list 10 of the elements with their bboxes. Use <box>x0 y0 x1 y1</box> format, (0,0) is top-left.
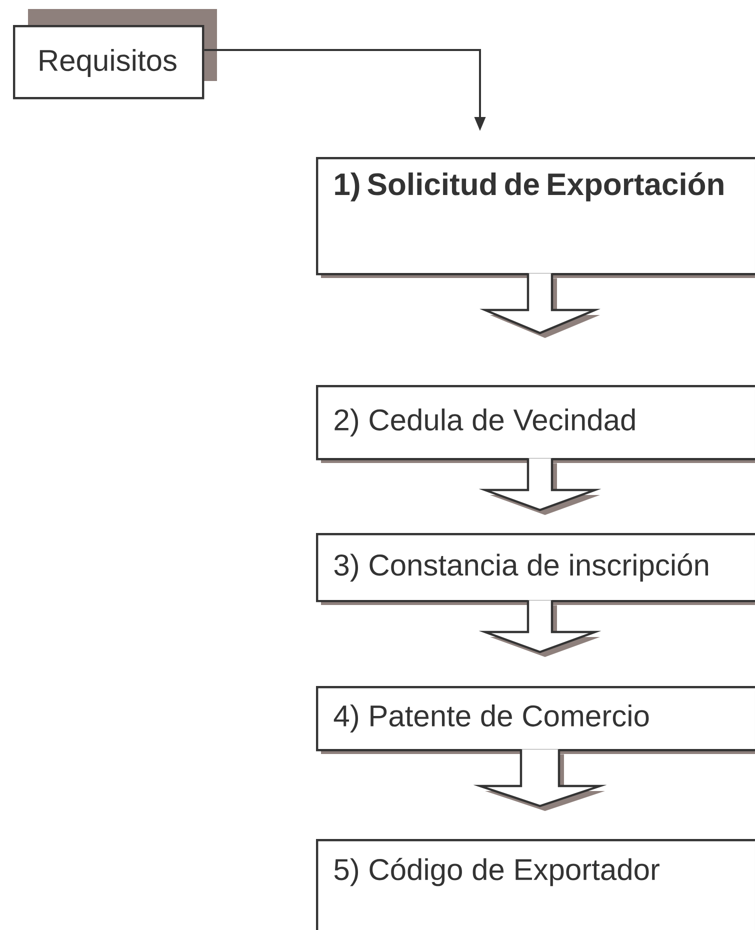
step-box: 3) Constancia de inscripción <box>316 533 755 605</box>
step-box: 5) Código de Exportador <box>316 839 755 930</box>
block-arrow <box>478 599 602 657</box>
block-arrow <box>473 748 607 811</box>
step-box: 2) Cedula de Vecindad <box>316 385 755 463</box>
block-arrow <box>478 457 602 515</box>
step-box: 1) Solicitud de Exportación <box>316 157 755 278</box>
requirement-box: Requisitos <box>13 9 217 100</box>
step-box: 4) Patente de Comercio <box>316 686 755 754</box>
block-arrow <box>480 272 600 338</box>
